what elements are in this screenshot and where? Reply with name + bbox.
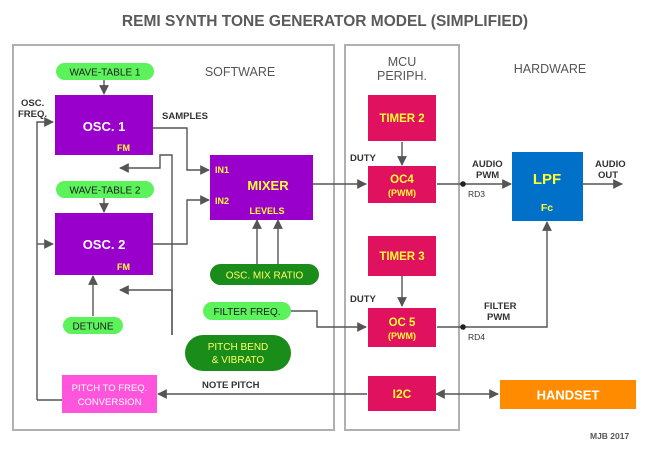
mixer-label: MIXER	[247, 178, 289, 193]
osc-2-fm-label: FM	[117, 262, 130, 272]
pitch-bend-label-2: & VIBRATO	[212, 355, 265, 366]
osc-freq-label-1: OSC.	[21, 98, 44, 109]
wave-table-1-label: WAVE-TABLE 1	[70, 68, 141, 79]
wave-table-1-pill: WAVE-TABLE 1	[56, 63, 154, 80]
wave-table-2-pill: WAVE-TABLE 2	[56, 181, 154, 198]
mcu-section-label-2: PERIPH.	[377, 69, 427, 83]
lpf-fc-label: Fc	[541, 202, 553, 214]
osc-1-label: OSC. 1	[83, 119, 126, 134]
lpf-block: LPF Fc	[512, 152, 583, 221]
hardware-section-label: HARDWARE	[514, 62, 586, 76]
detune-label: DETUNE	[72, 322, 113, 333]
osc-1-block: OSC. 1 FM	[55, 95, 153, 155]
audio-out-label-2: OUT	[598, 170, 618, 181]
connection-wires	[36, 80, 623, 401]
osc-mix-ratio-label: OSC. MIX RATIO	[226, 271, 304, 282]
osc-freq-label-2: FREQ.	[18, 109, 47, 120]
audio-pwm-label-1: AUDIO	[472, 159, 503, 170]
author-credit: MJB 2017	[590, 431, 629, 441]
duty-bottom-label: DUTY	[350, 294, 377, 305]
timer-3-block: TIMER 3	[368, 236, 436, 276]
mcu-section-label-1: MCU	[388, 55, 416, 69]
i2c-block: I2C	[368, 376, 436, 411]
filter-pwm-label-2: PWM	[487, 312, 510, 323]
samples-label: SAMPLES	[162, 111, 208, 122]
i2c-label: I2C	[393, 387, 412, 401]
timer-3-label: TIMER 3	[379, 251, 424, 263]
mixer-block: MIXER IN1 IN2 LEVELS	[210, 155, 313, 220]
software-section-label: SOFTWARE	[205, 65, 275, 79]
timer-2-block: TIMER 2	[368, 95, 436, 141]
rd3-label: RD3	[468, 189, 485, 199]
handset-block: HANDSET	[500, 380, 636, 409]
oc5-label: OC 5	[389, 317, 416, 329]
wave-table-2-label: WAVE-TABLE 2	[70, 186, 141, 197]
oc4-label: OC4	[390, 174, 414, 186]
oc4-block: OC4 (PWM)	[368, 166, 436, 203]
audio-out-label-1: AUDIO	[595, 159, 626, 170]
osc-mix-ratio-pill: OSC. MIX RATIO	[210, 264, 319, 285]
mcu-frame	[344, 44, 460, 431]
oc5-pwm-label: (PWM)	[388, 331, 416, 341]
rd4-label: RD4	[468, 332, 485, 342]
audio-pwm-label-2: PWM	[476, 170, 499, 181]
oc5-block: OC 5 (PWM)	[368, 308, 436, 347]
handset-label: HANDSET	[537, 388, 600, 403]
oc4-pwm-label: (PWM)	[388, 188, 416, 198]
software-frame	[12, 44, 335, 431]
note-pitch-label: NOTE PITCH	[202, 380, 260, 391]
osc-2-label: OSC. 2	[83, 237, 126, 252]
osc-1-fm-label: FM	[117, 143, 130, 153]
mixer-in1-label: IN1	[215, 165, 229, 175]
pitch-bend-vibrato-pill: PITCH BEND & VIBRATO	[185, 335, 291, 371]
osc-2-block: OSC. 2 FM	[55, 213, 153, 275]
pitch-conversion-label-2: CONVERSION	[78, 397, 142, 408]
filter-freq-label: FILTER FREQ.	[213, 307, 280, 318]
mixer-levels-label: LEVELS	[249, 206, 284, 216]
pitch-bend-label-1: PITCH BEND	[208, 342, 269, 353]
pitch-conversion-block: PITCH TO FREQ. CONVERSION	[62, 375, 157, 413]
detune-pill: DETUNE	[63, 317, 123, 334]
timer-2-label: TIMER 2	[379, 113, 424, 125]
pitch-conversion-label-1: PITCH TO FREQ.	[72, 383, 148, 394]
filter-freq-pill: FILTER FREQ.	[203, 302, 291, 320]
duty-top-label: DUTY	[350, 153, 377, 164]
mixer-in2-label: IN2	[215, 196, 229, 206]
lpf-label: LPF	[533, 171, 561, 188]
filter-pwm-label-1: FILTER	[484, 301, 517, 312]
diagram-title: REMI SYNTH TONE GENERATOR MODEL (SIMPLIF…	[122, 13, 528, 30]
